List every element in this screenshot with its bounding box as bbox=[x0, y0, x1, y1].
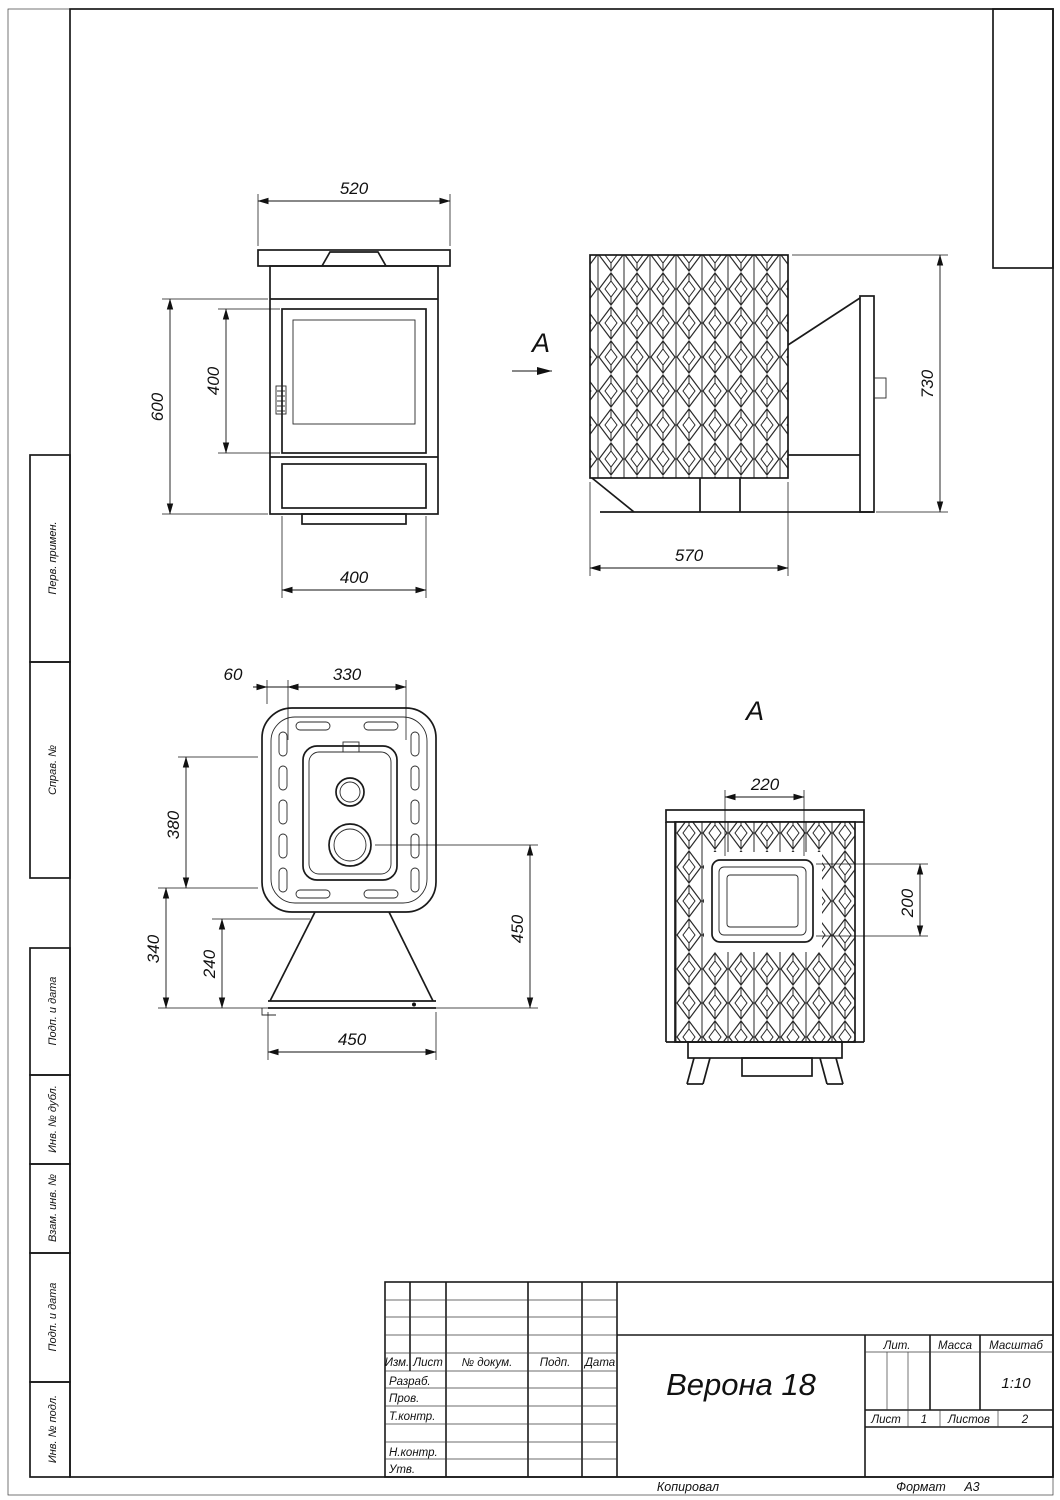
margin-label-podp-data-2: Подп. и дата bbox=[47, 1283, 59, 1352]
dim-plan-bottom: 450 bbox=[338, 1030, 367, 1049]
front-dimensions: 520 600 400 400 bbox=[148, 179, 451, 598]
kopiroval-label: Копировал bbox=[657, 1480, 719, 1494]
view-a-door-glass bbox=[726, 874, 799, 928]
masshtab-label: Масштаб bbox=[989, 1340, 1043, 1352]
dim-plan-top: 330 bbox=[333, 665, 362, 684]
margin-label-inv-podl: Инв. № подл. bbox=[47, 1395, 59, 1463]
row-t-kontr: Т.контр. bbox=[389, 1411, 435, 1423]
title-block-rows bbox=[385, 1299, 1053, 1460]
view-a-base bbox=[686, 1041, 844, 1085]
section-arrow: А bbox=[512, 328, 552, 375]
margin-label-vzam-inv: Взам. инв. № bbox=[47, 1174, 59, 1242]
dim-front-base-width: 400 bbox=[340, 568, 369, 587]
door-handle bbox=[275, 385, 287, 415]
side-view: А 730 570 bbox=[512, 254, 948, 576]
title-block-grid bbox=[384, 1281, 1054, 1478]
stove-door bbox=[281, 308, 427, 454]
plan-base bbox=[261, 911, 436, 1016]
title-block: Изм. Лист № докум. Подп. Дата Разраб. Пр… bbox=[384, 1281, 1054, 1478]
front-view-outline bbox=[257, 249, 451, 525]
side-casing-lattice bbox=[589, 254, 789, 479]
sheets-label: Листов bbox=[947, 1414, 990, 1426]
section-label: А bbox=[530, 328, 550, 358]
view-a-dimensions: 220 200 bbox=[724, 775, 928, 937]
margin-column bbox=[29, 454, 71, 1478]
dim-plan-left-upper: 380 bbox=[164, 810, 183, 839]
sheet-label: Лист bbox=[870, 1414, 901, 1426]
plan-dimensions: 60 330 380 340 240 450 450 bbox=[144, 665, 538, 1060]
chimney-collar bbox=[321, 251, 387, 267]
row-utv: Утв. bbox=[388, 1464, 415, 1476]
col-list: Лист bbox=[412, 1357, 443, 1369]
door-glass bbox=[292, 319, 416, 425]
row-prov: Пров. bbox=[389, 1393, 419, 1405]
dim-view-a-width: 220 bbox=[750, 775, 780, 794]
plan-outer-shell bbox=[261, 707, 437, 913]
dim-plan-right: 450 bbox=[508, 914, 527, 943]
footer: Копировал Формат А3 bbox=[657, 1480, 980, 1494]
col-num-dokum: № докум. bbox=[462, 1357, 513, 1369]
corner-designation-box bbox=[992, 8, 1054, 269]
dim-front-door-height: 400 bbox=[204, 366, 223, 395]
margin-label-sprav: Справ. № bbox=[47, 745, 59, 795]
col-podp: Подп. bbox=[540, 1357, 571, 1369]
dim-side-depth: 570 bbox=[675, 546, 704, 565]
dim-front-height: 600 bbox=[148, 392, 167, 421]
margin-label-podp-data-1: Подп. и дата bbox=[47, 977, 59, 1046]
view-a-door bbox=[711, 859, 814, 943]
row-n-kontr: Н.контр. bbox=[389, 1447, 438, 1459]
chimney-opening bbox=[335, 777, 365, 807]
front-view: 520 600 400 400 bbox=[148, 179, 451, 598]
dim-plan-left-inner: 240 bbox=[200, 949, 219, 979]
dim-plan-offset: 60 bbox=[224, 665, 243, 684]
stove-base bbox=[301, 513, 407, 525]
dim-view-a-height: 200 bbox=[898, 888, 917, 918]
massa-label: Масса bbox=[938, 1340, 972, 1352]
plan-center-plate bbox=[302, 741, 398, 881]
sheets-value: 2 bbox=[1021, 1414, 1029, 1426]
document-name: Верона 18 bbox=[666, 1367, 817, 1402]
plan-inner-shell bbox=[270, 716, 428, 904]
margin-label-inv-dubl: Инв. № дубл. bbox=[47, 1085, 59, 1153]
flue-opening bbox=[328, 823, 372, 867]
margin-label-perv-primen: Перв. примен. bbox=[47, 521, 59, 594]
format-label: Формат bbox=[896, 1480, 946, 1494]
dim-front-top-width: 520 bbox=[340, 179, 369, 198]
door-latch bbox=[873, 377, 887, 399]
format-value: А3 bbox=[963, 1480, 979, 1494]
col-data: Дата bbox=[583, 1357, 615, 1369]
damper-handle bbox=[342, 741, 360, 753]
view-a: А 220 200 bbox=[665, 696, 928, 1085]
side-front-part bbox=[591, 295, 887, 513]
plan-outline bbox=[261, 707, 437, 913]
col-izm: Изм. bbox=[385, 1357, 410, 1369]
lit-label: Лит. bbox=[883, 1340, 911, 1352]
dim-side-height: 730 bbox=[918, 369, 937, 398]
dim-plan-left-lower: 340 bbox=[144, 934, 163, 963]
plan-vent-slots bbox=[278, 721, 420, 899]
side-dimensions: 730 570 bbox=[589, 254, 948, 576]
sheet-value: 1 bbox=[921, 1414, 927, 1426]
view-a-label: А bbox=[744, 696, 764, 726]
ash-drawer bbox=[281, 463, 427, 509]
plan-view: 60 330 380 340 240 450 450 bbox=[144, 665, 538, 1060]
scale-value: 1:10 bbox=[1001, 1375, 1031, 1392]
row-razrab: Разраб. bbox=[389, 1376, 431, 1388]
